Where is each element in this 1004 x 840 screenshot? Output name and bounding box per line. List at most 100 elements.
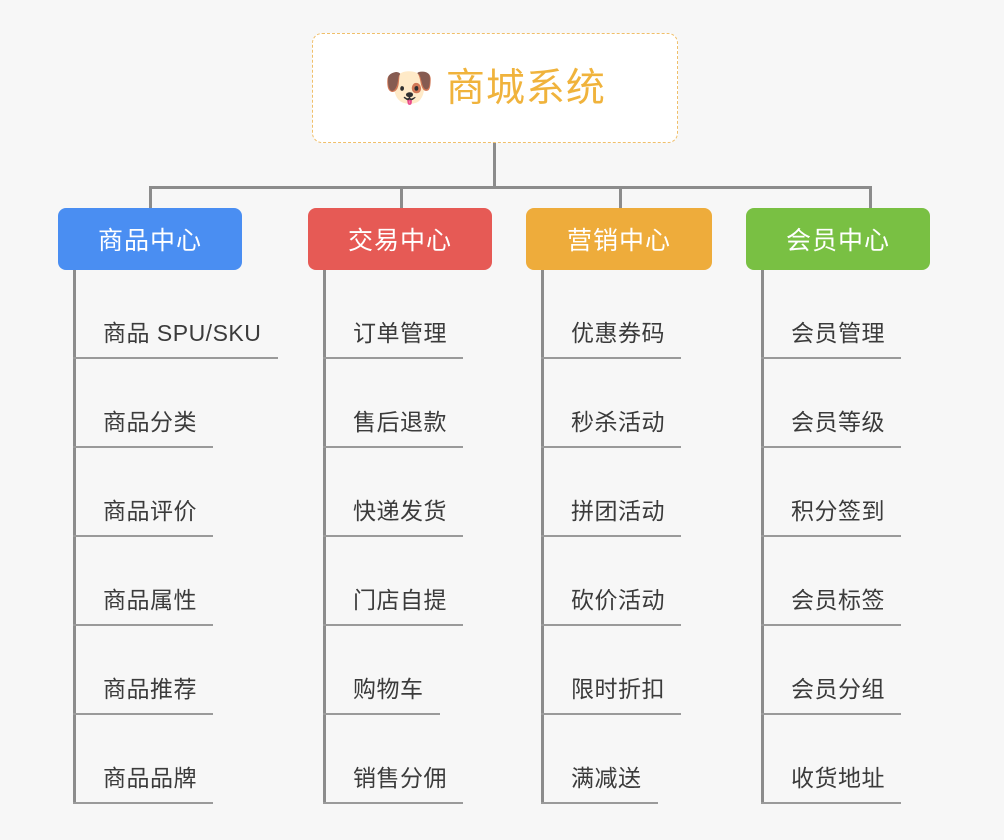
leaf-item[interactable]: 会员等级 — [761, 359, 1004, 448]
leaf-item-underline — [541, 713, 681, 715]
leaf-item-underline — [761, 535, 901, 537]
leaf-item-label: 会员等级 — [791, 409, 885, 435]
leaf-item-label: 快递发货 — [353, 498, 447, 524]
shiba-dog-face-icon: 🐶 — [384, 66, 434, 110]
leaf-item-label: 限时折扣 — [571, 676, 665, 702]
leaf-item-label: 商品推荐 — [103, 676, 197, 702]
leaf-item-label: 商品评价 — [103, 498, 197, 524]
leaf-item-label: 订单管理 — [353, 320, 447, 346]
leaf-item-label: 积分签到 — [791, 498, 885, 524]
leaf-item-underline — [323, 446, 463, 448]
leaf-item-underline — [541, 357, 681, 359]
leaf-item-underline — [73, 535, 213, 537]
leaf-item-label: 购物车 — [353, 676, 424, 702]
leaf-item-label: 商品 SPU/SKU — [103, 320, 262, 346]
connector-horizontal-bus — [149, 186, 872, 189]
column-header-label: 交易中心 — [347, 227, 452, 255]
column-header-member-center[interactable]: 会员中心 — [746, 208, 930, 270]
root-node-mall-system[interactable]: 🐶 商城系统 — [312, 33, 678, 143]
leaf-item-underline — [323, 357, 463, 359]
leaf-item[interactable]: 限时折扣 — [541, 626, 841, 715]
leaf-item[interactable]: 门店自提 — [323, 537, 623, 626]
column-header-marketing-center[interactable]: 营销中心 — [526, 208, 712, 270]
leaf-item-label: 收货地址 — [791, 765, 885, 791]
leaf-item-underline — [761, 446, 901, 448]
leaf-item-underline — [541, 535, 681, 537]
column-header-trade-center[interactable]: 交易中心 — [308, 208, 492, 270]
leaf-item-label: 商品品牌 — [103, 765, 197, 791]
column-header-product-center[interactable]: 商品中心 — [58, 208, 242, 270]
connector-root-stem — [493, 143, 496, 188]
leaf-item-underline — [761, 624, 901, 626]
column-rail-product-center — [73, 270, 76, 804]
column-rail-member-center — [761, 270, 764, 804]
leaf-item[interactable]: 秒杀活动 — [541, 359, 841, 448]
leaf-item-label: 会员分组 — [791, 676, 885, 702]
connector-drop-marketing-center — [619, 186, 622, 210]
leaf-item[interactable]: 快递发货 — [323, 448, 623, 537]
column-member-center: 会员中心会员管理会员等级积分签到会员标签会员分组收货地址 — [746, 208, 930, 804]
column-rail-marketing-center — [541, 270, 544, 804]
leaf-list-product-center: 商品 SPU/SKU 商品分类商品评价商品属性商品推荐商品品牌 — [73, 270, 373, 804]
leaf-item-label: 秒杀活动 — [571, 409, 665, 435]
leaf-item[interactable]: 会员分组 — [761, 626, 1004, 715]
leaf-item-underline — [761, 357, 901, 359]
leaf-item[interactable]: 商品评价 — [73, 448, 373, 537]
column-rail-trade-center — [323, 270, 326, 804]
leaf-item-underline — [541, 624, 681, 626]
leaf-item-underline — [323, 713, 440, 715]
leaf-item[interactable]: 订单管理 — [323, 270, 623, 359]
leaf-item-underline — [73, 357, 278, 359]
connector-drop-trade-center — [400, 186, 403, 210]
leaf-item[interactable]: 商品推荐 — [73, 626, 373, 715]
leaf-item-label: 满减送 — [571, 765, 642, 791]
leaf-item-label: 门店自提 — [353, 587, 447, 613]
column-header-label: 营销中心 — [566, 227, 671, 255]
leaf-item-underline — [73, 802, 213, 804]
leaf-item-underline — [73, 624, 213, 626]
leaf-item[interactable]: 会员标签 — [761, 537, 1004, 626]
column-trade-center: 交易中心订单管理售后退款快递发货门店自提购物车销售分佣 — [308, 208, 492, 804]
leaf-item-label: 销售分佣 — [353, 765, 447, 791]
column-marketing-center: 营销中心优惠券码秒杀活动拼团活动砍价活动限时折扣满减送 — [526, 208, 712, 804]
leaf-item[interactable]: 拼团活动 — [541, 448, 841, 537]
leaf-item[interactable]: 售后退款 — [323, 359, 623, 448]
column-header-label: 会员中心 — [785, 227, 890, 255]
column-header-label: 商品中心 — [97, 227, 202, 255]
column-product-center: 商品中心商品 SPU/SKU 商品分类商品评价商品属性商品推荐商品品牌 — [58, 208, 278, 804]
leaf-item[interactable]: 砍价活动 — [541, 537, 841, 626]
leaf-item-label: 商品属性 — [103, 587, 197, 613]
leaf-item-label: 商品分类 — [103, 409, 197, 435]
leaf-item-underline — [541, 446, 681, 448]
leaf-item-label: 优惠券码 — [571, 320, 665, 346]
leaf-item[interactable]: 商品属性 — [73, 537, 373, 626]
leaf-item-underline — [323, 624, 463, 626]
leaf-item-label: 砍价活动 — [571, 587, 665, 613]
leaf-item-underline — [541, 802, 658, 804]
leaf-item[interactable]: 商品 SPU/SKU — [73, 270, 373, 359]
leaf-item-label: 拼团活动 — [571, 498, 665, 524]
leaf-item[interactable]: 收货地址 — [761, 715, 1004, 804]
leaf-item[interactable]: 商品品牌 — [73, 715, 373, 804]
leaf-item-underline — [761, 713, 901, 715]
leaf-item[interactable]: 购物车 — [323, 626, 623, 715]
leaf-item-label: 售后退款 — [353, 409, 447, 435]
leaf-item-underline — [323, 535, 463, 537]
leaf-item-label: 会员标签 — [791, 587, 885, 613]
leaf-item[interactable]: 积分签到 — [761, 448, 1004, 537]
leaf-list-marketing-center: 优惠券码秒杀活动拼团活动砍价活动限时折扣满减送 — [541, 270, 841, 804]
leaf-list-trade-center: 订单管理售后退款快递发货门店自提购物车销售分佣 — [323, 270, 623, 804]
leaf-item[interactable]: 会员管理 — [761, 270, 1004, 359]
root-node-title: 商城系统 — [445, 66, 606, 110]
leaf-item-underline — [73, 446, 213, 448]
leaf-item-underline — [73, 713, 213, 715]
leaf-item-underline — [323, 802, 463, 804]
connector-drop-member-center — [869, 186, 872, 210]
leaf-item[interactable]: 满减送 — [541, 715, 841, 804]
leaf-item[interactable]: 优惠券码 — [541, 270, 841, 359]
leaf-item[interactable]: 商品分类 — [73, 359, 373, 448]
leaf-item[interactable]: 销售分佣 — [323, 715, 623, 804]
leaf-list-member-center: 会员管理会员等级积分签到会员标签会员分组收货地址 — [761, 270, 1004, 804]
connector-drop-product-center — [149, 186, 152, 210]
